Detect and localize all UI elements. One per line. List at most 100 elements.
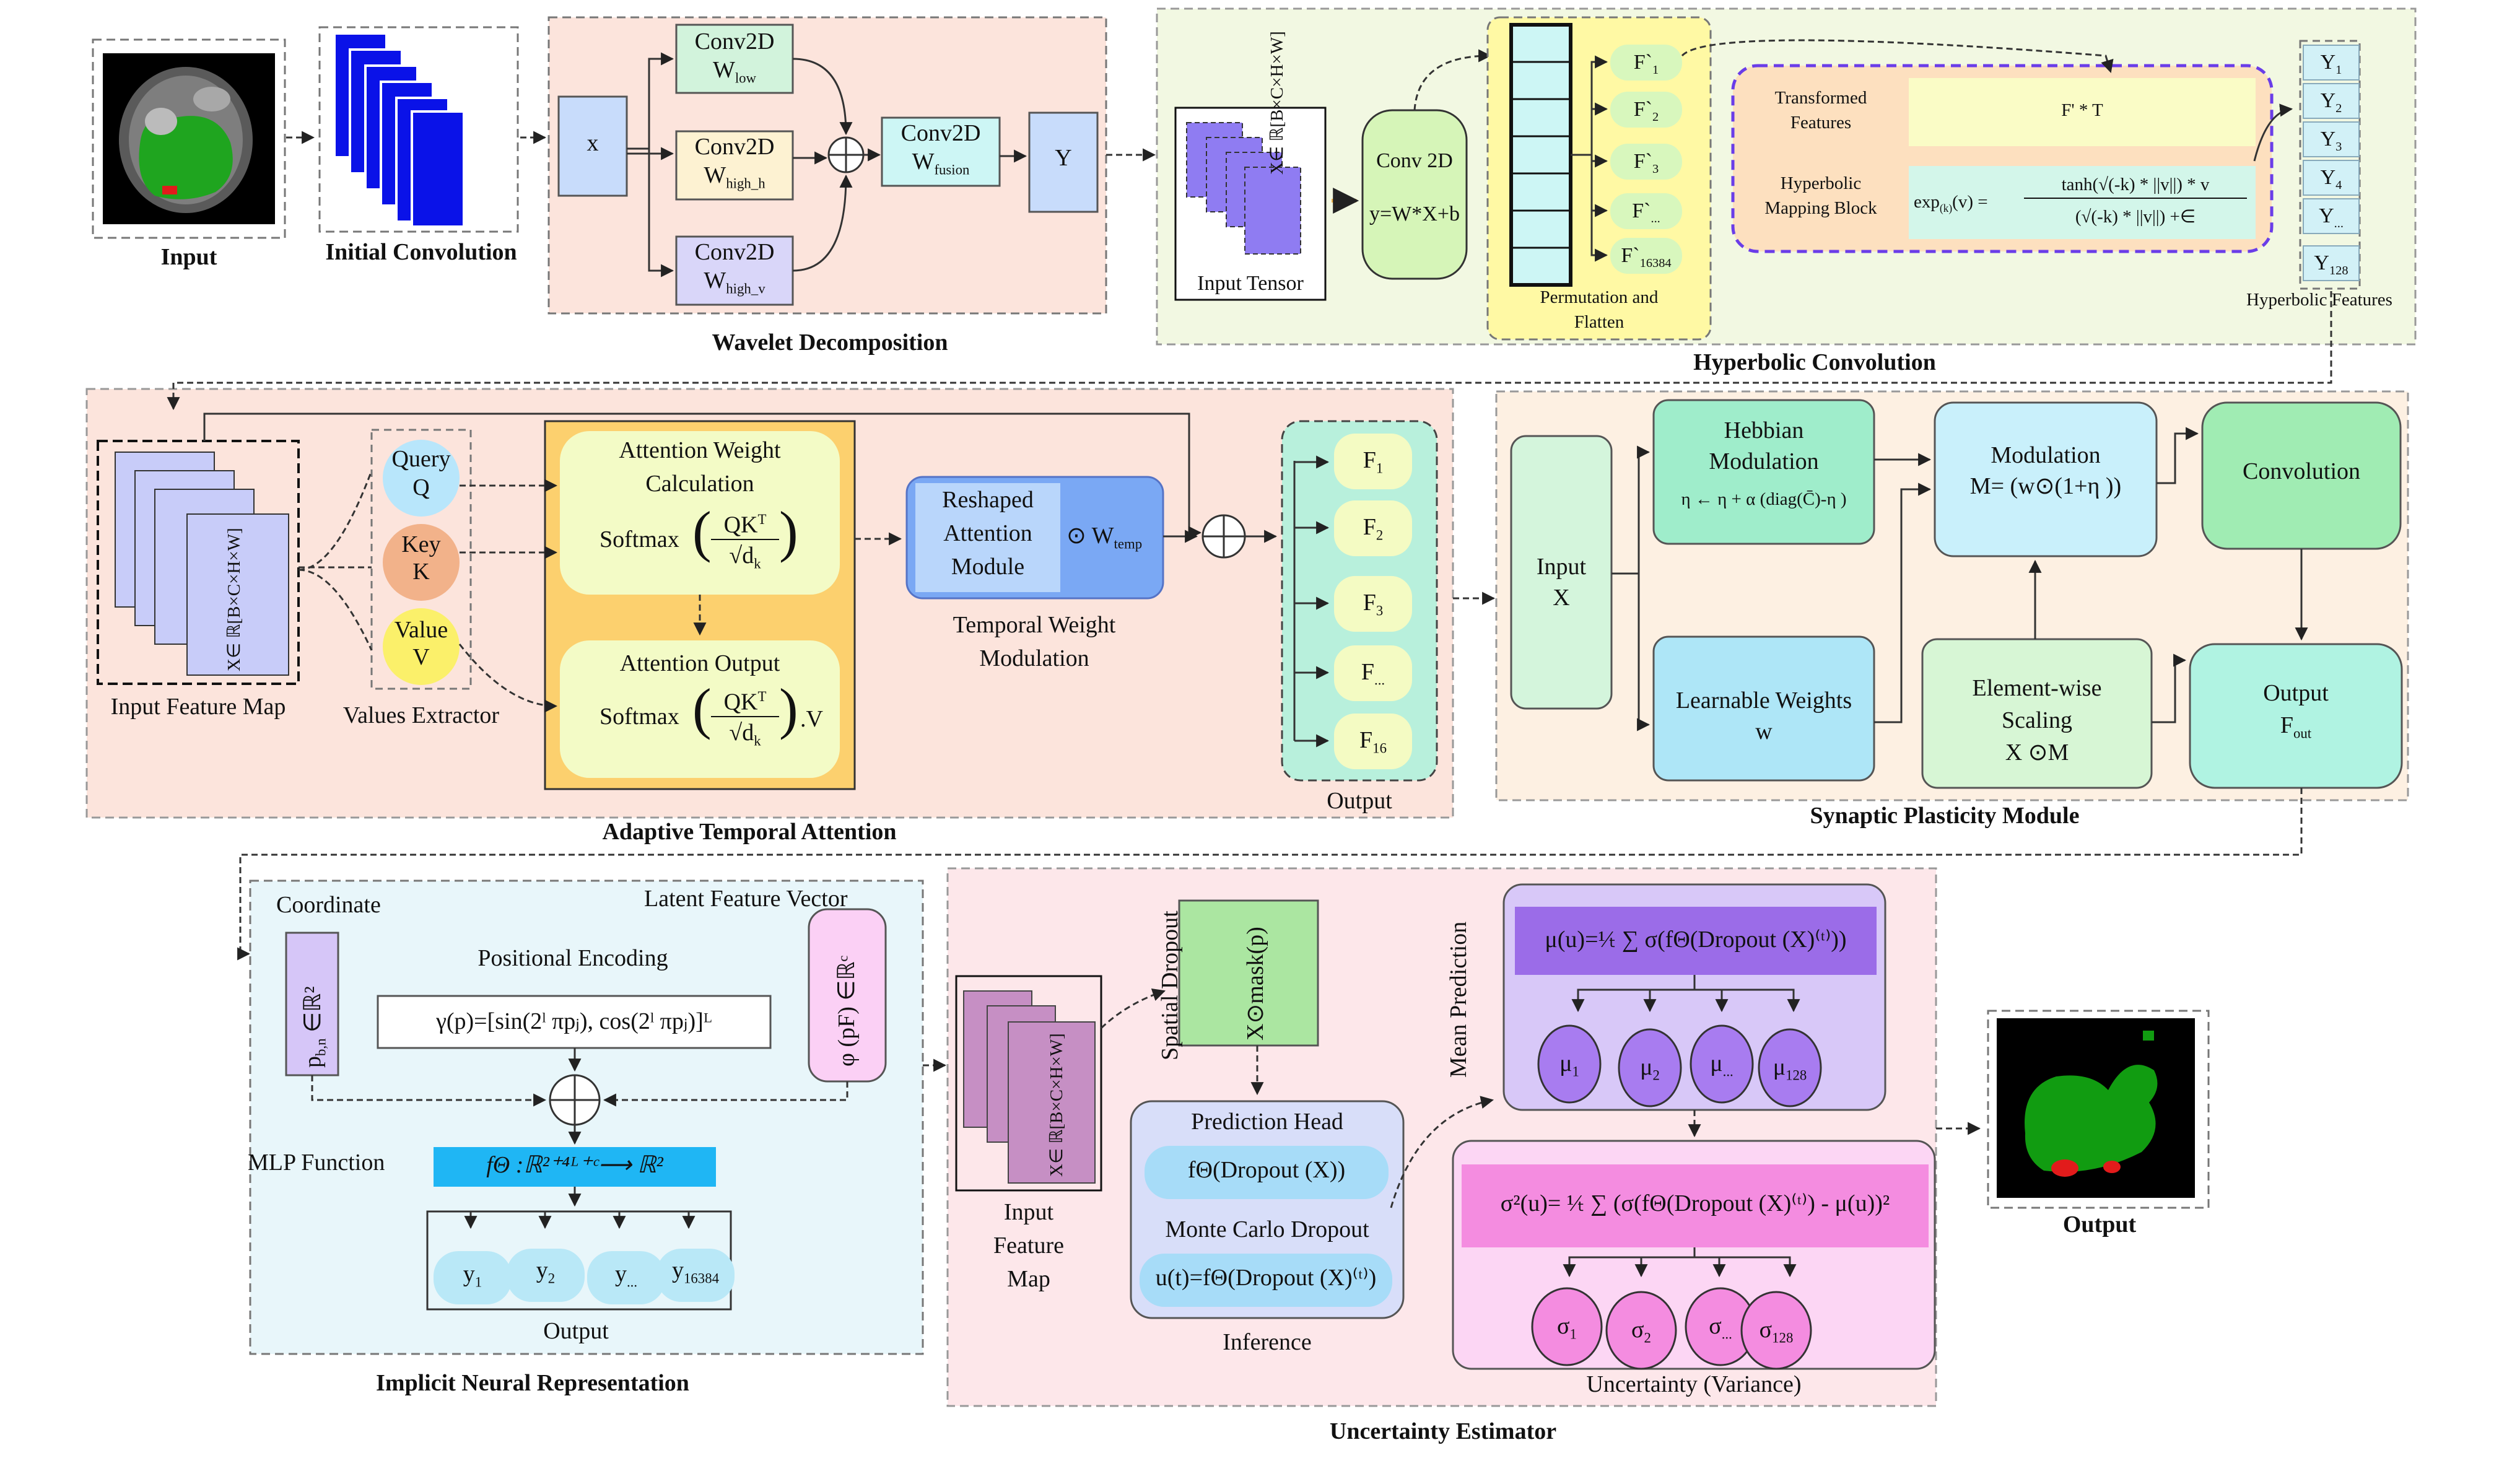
ue-input-map-2: Feature (993, 1233, 1064, 1259)
variance-label: Uncertainty (Variance) (1586, 1371, 1802, 1397)
reshaped-line-1: Reshaped (942, 487, 1034, 513)
input-image-group (92, 38, 286, 239)
weight-calc-denominator: √dk (729, 543, 761, 572)
conv-high-v-weight: Whigh_v (704, 268, 765, 297)
conv-low-title: Conv2D (694, 28, 775, 55)
learnable-weights-box (1652, 635, 1875, 782)
perm-label-1: Permutation and (1540, 287, 1659, 307)
transformed-formula: F' * T (2061, 100, 2103, 120)
weight-calc-softmax: Softmax (600, 526, 679, 552)
ue-input-map-box (955, 975, 1102, 1192)
query-label: Query (391, 446, 451, 472)
mean-prediction-label: Mean Prediction (1446, 921, 1472, 1078)
flatten-column (1509, 23, 1572, 287)
hebbian-box (1652, 399, 1875, 545)
sigma-2: σ2 (1631, 1317, 1651, 1346)
conv-high-h-title: Conv2D (694, 134, 775, 160)
attention-weight-box (560, 431, 840, 595)
mu-formula: μ(u)=¹⁄ₜ ∑ σ(fΘ(Dropout (X)⁽ᵗ⁾)) (1545, 927, 1847, 953)
f-prime-ellipsis: F`... (1610, 193, 1682, 229)
mask-label: X⊙mask(p) (1242, 927, 1268, 1041)
mlp-box (434, 1147, 716, 1187)
y-hyper-1: Y1 (2303, 45, 2360, 81)
spatial-dropout-label: Spatial Dropout (1157, 910, 1183, 1060)
conv-high-h-weight: Whigh_h (704, 162, 765, 191)
attention-shapes (97, 412, 1438, 790)
uncertainty-title: Uncertainty Estimator (1329, 1418, 1557, 1444)
convolution-label: Convolution (2242, 458, 2361, 484)
mu-1: μ1 (1559, 1050, 1579, 1080)
ue-input-map-1: Input (1003, 1199, 1054, 1225)
conv-high-v-node (675, 235, 794, 306)
synaptic-shapes (1510, 399, 2403, 789)
elementwise-box (1921, 638, 2153, 789)
y-hyper-4: Y4 (2303, 160, 2360, 196)
conv-fusion-weight: Wfusion (912, 149, 970, 178)
exp-denominator: (√(-k) * ||v||) +∈ (2075, 207, 2196, 227)
output-numerator: QKT (711, 689, 779, 718)
sigma-1: σ1 (1557, 1313, 1577, 1342)
mc-dropout-label: Monte Carlo Dropout (1165, 1216, 1369, 1242)
query-symbol: Q (412, 474, 430, 500)
syn-output-box (2189, 643, 2403, 789)
attention-title: Adaptive Temporal Attention (602, 819, 897, 845)
output-softmax: Softmax (600, 704, 679, 730)
p-box-text: pb,n ∈ℝ² (300, 986, 329, 1068)
mlp-label: MLP Function (248, 1150, 385, 1176)
p-box (285, 932, 339, 1076)
output-image-group (1987, 1010, 2210, 1209)
inr-title: Implicit Neural Representation (376, 1370, 689, 1396)
syn-input-label-1: Input (1536, 554, 1587, 580)
conv2d-hyper-formula: y=W*X+b (1369, 203, 1460, 225)
wavelet-shapes (557, 24, 1099, 306)
modulation-label: Modulation (1991, 442, 2101, 468)
y-hyper-2: Y2 (2303, 83, 2360, 119)
y-node-label: Y (1055, 145, 1072, 171)
hyperbolic-features-label: Hyperbolic Features (2246, 290, 2392, 310)
hebbian-label-1: Hebbian (1724, 417, 1804, 443)
uncertainty-shapes (955, 883, 1936, 1370)
mu-ellipsis: μ... (1710, 1050, 1734, 1080)
weight-calc-numerator: QKT (711, 512, 779, 541)
hyperbolic-shapes (1174, 16, 2361, 341)
transformed-label-2: Features (1790, 113, 1852, 133)
conv-low-weight: Wlow (712, 57, 757, 86)
sigma-ellipsis: σ... (1709, 1313, 1732, 1342)
input-feature-map-label: Input Feature Map (110, 694, 286, 720)
wavelet-panel (547, 16, 1107, 315)
coordinate-label: Coordinate (276, 892, 381, 918)
inr-y-ellipsis: y... (614, 1261, 638, 1290)
key-circle (383, 524, 460, 601)
conv-high-h-node (675, 130, 794, 201)
mu-128: μ128 (1773, 1054, 1807, 1083)
initial-conv-group (318, 26, 519, 233)
key-label: Key (401, 531, 441, 557)
temporal-label-2: Modulation (979, 645, 1089, 671)
mapping-label-2: Mapping Block (1764, 198, 1877, 218)
inr-y-16384: y16384 (672, 1257, 719, 1286)
syn-input-label-2: X (1553, 585, 1570, 611)
ue-input-map-3: Map (1007, 1266, 1050, 1292)
weight-calc-paren-open: ( (692, 500, 712, 563)
mapping-label-1: Hyperbolic (1780, 173, 1862, 193)
transformed-label-1: Transformed (1774, 88, 1867, 108)
conv-high-v-title: Conv2D (694, 239, 775, 265)
weight-calc-paren-close: ) (779, 500, 798, 563)
f-prime-2: F`2 (1610, 92, 1682, 128)
hyperbolic-title: Hyperbolic Convolution (1693, 349, 1936, 375)
output-paren-open: ( (692, 677, 712, 740)
y-node (1028, 111, 1099, 213)
attn-f-ellipsis: F... (1361, 659, 1385, 688)
mlp-formula: fΘ :ℝ²⁺⁴ᴸ⁺ᶜ⟶ ℝ² (486, 1152, 663, 1178)
prediction-head-label: Prediction Head (1191, 1109, 1343, 1135)
final-output-label: Output (2062, 1211, 2137, 1237)
exp-map-box (1909, 166, 2256, 239)
learnable-label-2: w (1755, 718, 1773, 744)
perm-label-2: Flatten (1574, 312, 1625, 332)
conv2d-hyper-title: Conv 2D (1376, 149, 1453, 172)
inr-y-1: y1 (463, 1261, 482, 1290)
attn-f-16: F16 (1359, 727, 1387, 756)
gamma-box (377, 995, 772, 1049)
learnable-label-1: Learnable Weights (1675, 687, 1852, 714)
phi-box-text: φ (pF) ∈ℝᶜ (834, 955, 860, 1067)
